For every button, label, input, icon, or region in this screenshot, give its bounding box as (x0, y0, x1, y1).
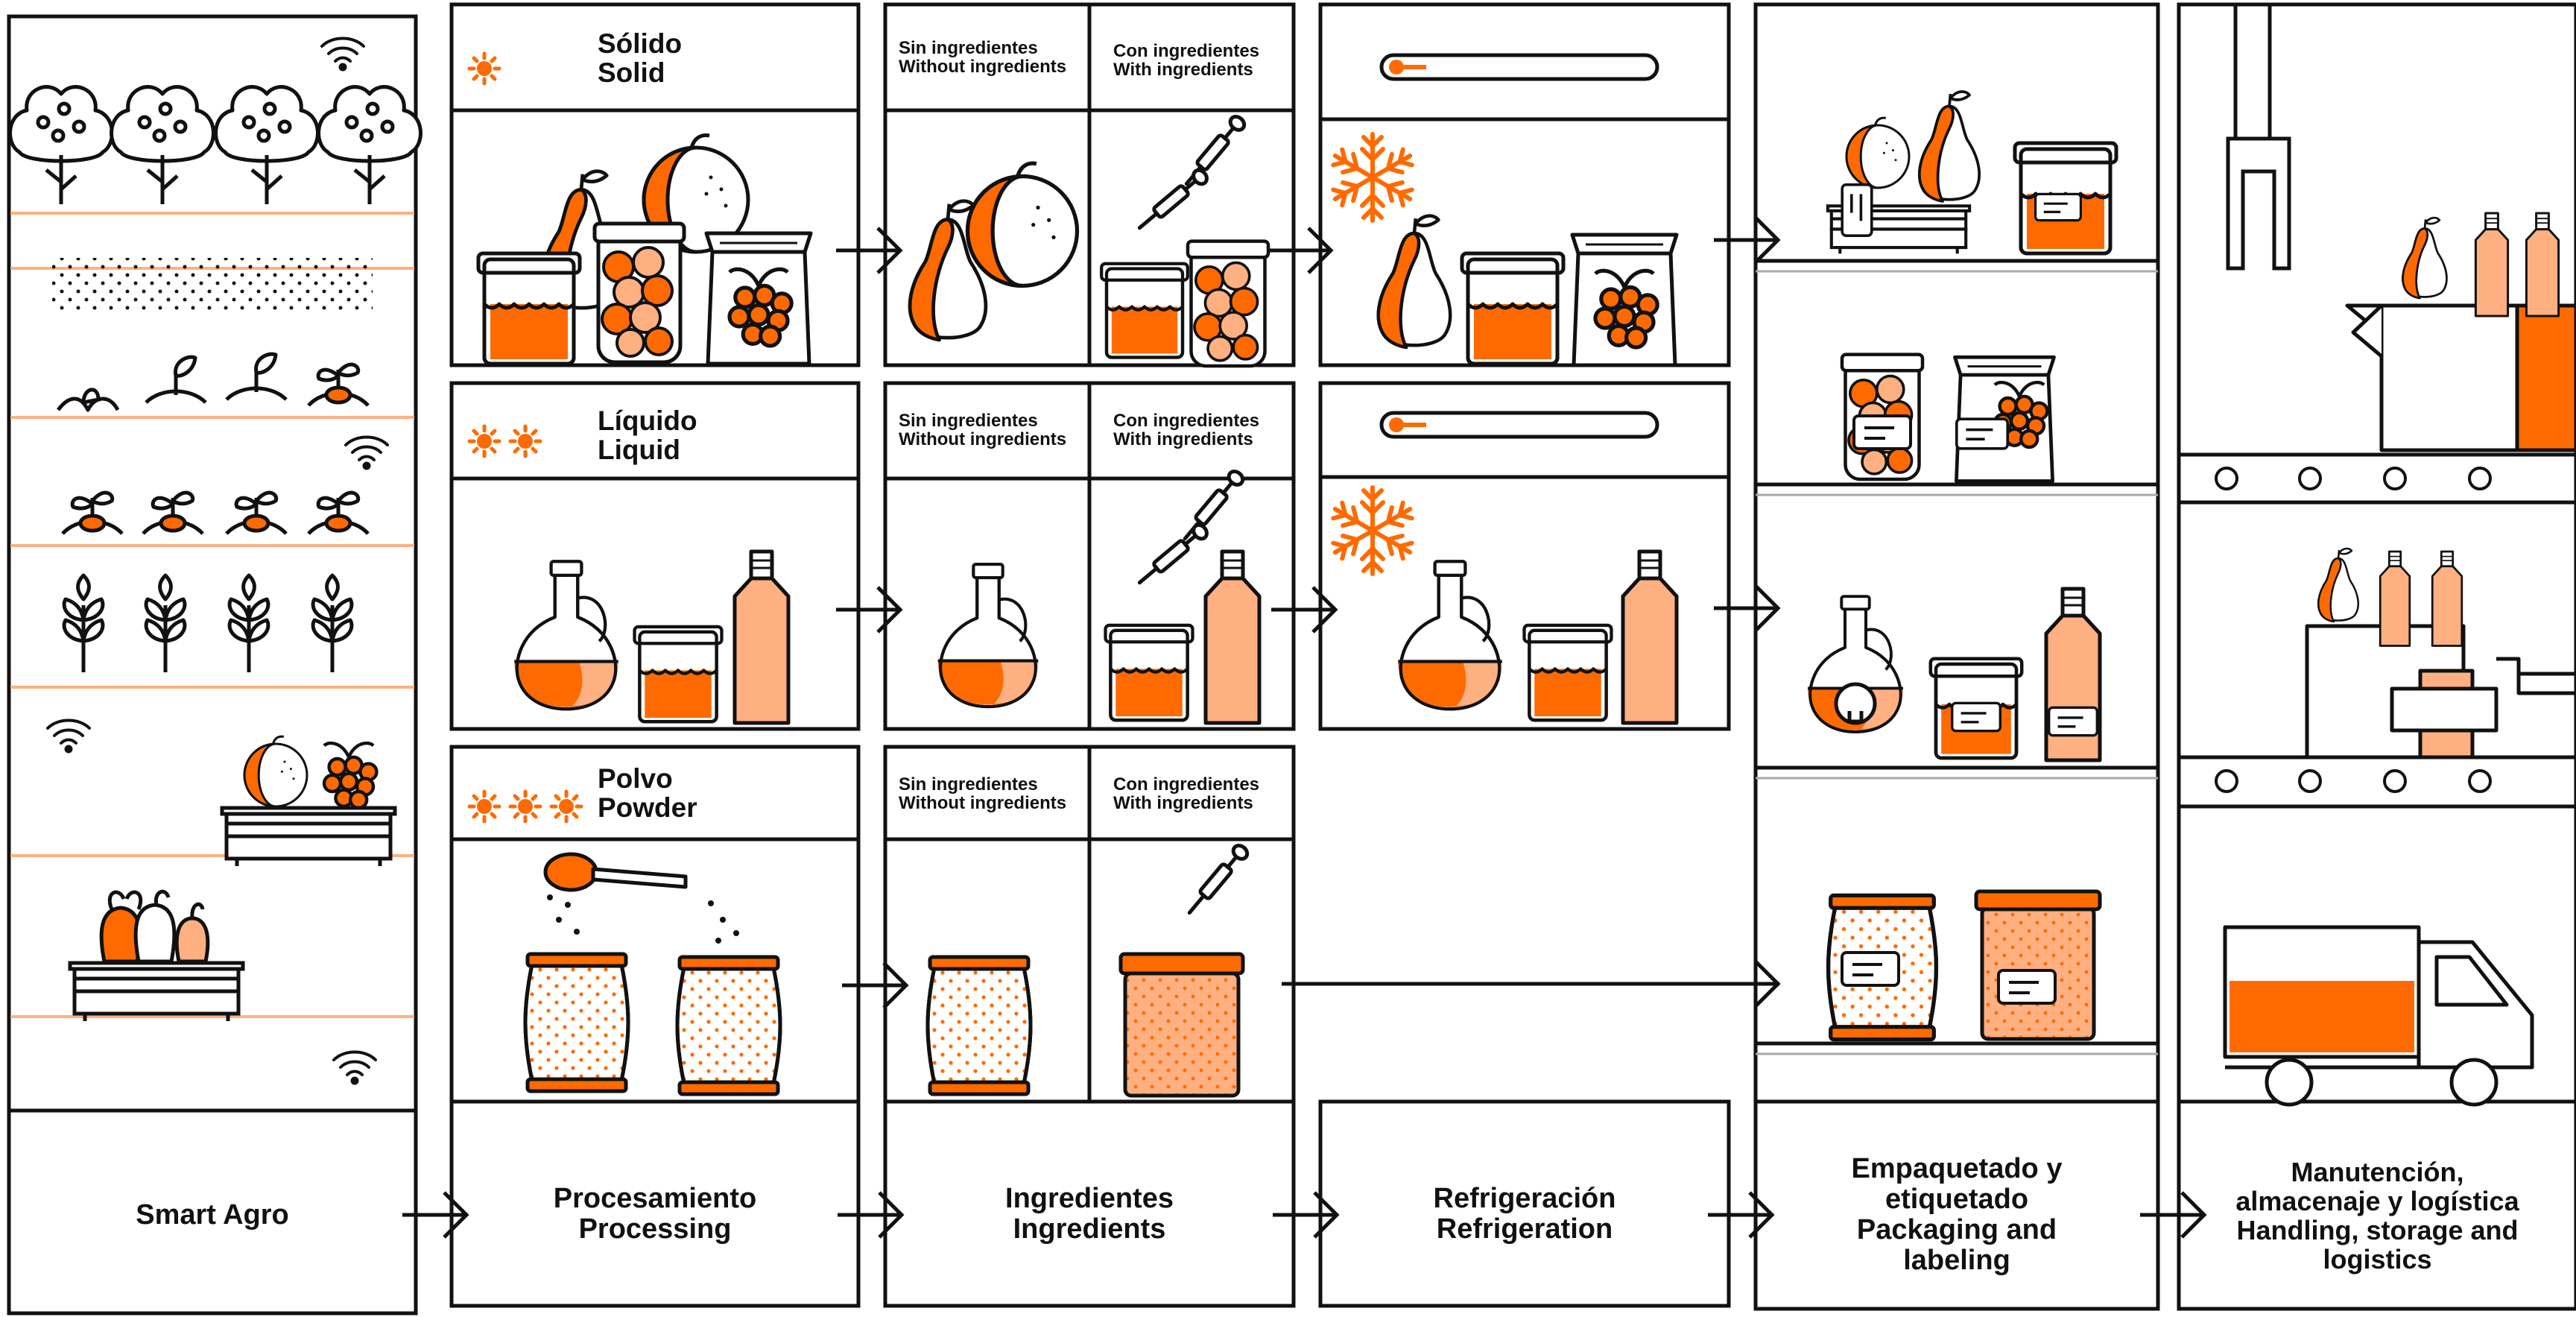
stage-line: Refrigeration (1436, 1213, 1613, 1245)
stage-line: labeling (1903, 1245, 2010, 1277)
stage-line: Manutención, (2291, 1157, 2464, 1187)
header-line: Sin ingredientes (899, 411, 1038, 431)
processing-header-powder: Polvo Powder (598, 763, 697, 823)
header-line: Without ingredients (899, 793, 1067, 814)
row-title-es: Sólido (598, 28, 683, 59)
stage-label-smart-agro: Smart Agro (9, 1199, 416, 1231)
stage-label-ingredients: Ingredientes Ingredients (885, 1183, 1294, 1245)
stage-line: Handling, storage and (2236, 1214, 2519, 1245)
header-line: With ingredients (1113, 429, 1253, 450)
row-title-en: Solid (598, 57, 665, 88)
ingredient-header-with: Con ingredientes With ingredients (1113, 774, 1260, 814)
ingredient-header-without: Sin ingredientes Without ingredients (899, 411, 1066, 449)
stage-line: Ingredients (1013, 1213, 1166, 1245)
header-line: Sin ingredientes (899, 38, 1038, 58)
header-line: Sin ingredientes (899, 774, 1038, 795)
stage-label-refrigeration: Refrigeración Refrigeration (1320, 1183, 1729, 1245)
row-title-en: Liquid (598, 434, 680, 465)
stage-line: Procesamiento (553, 1183, 757, 1214)
row-title-es: Líquido (598, 405, 697, 436)
header-line: With ingredients (1113, 60, 1253, 80)
stage-line: almacenaje y logística (2235, 1185, 2519, 1216)
stage-line: Refrigeración (1433, 1183, 1616, 1214)
ingredient-header-with: Con ingredientes With ingredients (1113, 411, 1259, 449)
stage-line: Processing (578, 1213, 732, 1245)
header-line: Without ingredients (899, 57, 1067, 78)
header-line: With ingredients (1113, 793, 1253, 814)
header-line: Con ingredientes (1113, 774, 1260, 795)
stage-line: Smart Agro (136, 1199, 289, 1231)
stage-line: etiquetado (1884, 1184, 2029, 1216)
stage-label-logistics: Manutención, almacenaje y logística Hand… (2179, 1157, 2576, 1275)
stage-line: Packaging and (1856, 1214, 2057, 1246)
header-line: Con ingredientes (1113, 411, 1260, 431)
header-line: Without ingredients (899, 429, 1067, 450)
processing-header-solid: Sólido Solid (598, 28, 683, 88)
row-title-en: Powder (598, 792, 697, 823)
processing-header-liquid: Líquido Liquid (598, 405, 697, 465)
ingredient-header-with: Con ingredientes With ingredients (1113, 41, 1260, 80)
row-title-es: Polvo (598, 763, 673, 794)
stage-line: Empaquetado y (1851, 1153, 2063, 1184)
stage-label-packaging: Empaquetado y etiquetado Packaging and l… (1756, 1153, 2158, 1277)
header-line: Con ingredientes (1113, 41, 1260, 61)
stage-line: Ingredientes (1005, 1183, 1174, 1214)
ingredient-header-without: Sin ingredientes Without ingredients (899, 38, 1067, 78)
ingredient-header-without: Sin ingredientes Without ingredients (899, 774, 1067, 814)
stage-label-processing: Procesamiento Processing (452, 1183, 858, 1245)
stage-line: logistics (2323, 1243, 2432, 1275)
